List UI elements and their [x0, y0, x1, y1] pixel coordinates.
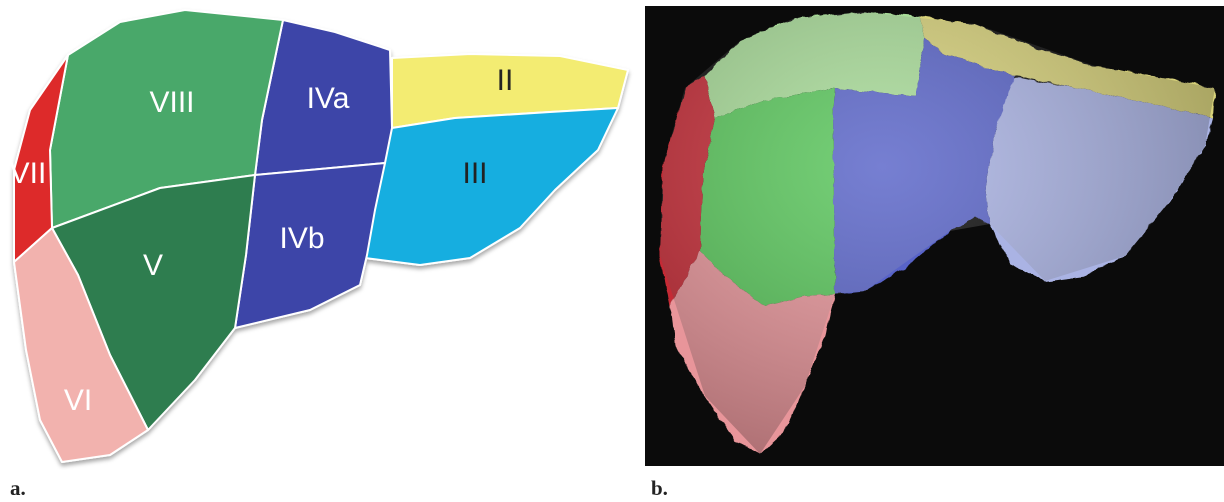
rendered-liver: [645, 6, 1224, 466]
label-viii: VIII: [149, 86, 194, 119]
segment-diagram-svg: VIII IVa VII IVb V VI II III: [0, 0, 640, 470]
label-iva: IVa: [307, 82, 350, 115]
panel-label-b: b.: [651, 476, 668, 501]
label-v: V: [143, 249, 163, 282]
label-ii: II: [497, 64, 514, 97]
label-ivb: IVb: [279, 222, 324, 255]
label-iii: III: [462, 157, 487, 190]
label-vii: VII: [10, 157, 47, 190]
segment-diagram: VIII IVa VII IVb V VI II III: [0, 0, 640, 470]
rendered-liver-svg: [645, 6, 1224, 466]
label-vi: VI: [64, 384, 92, 417]
segment-iii: [365, 108, 618, 265]
panel-label-a: a.: [10, 476, 26, 501]
